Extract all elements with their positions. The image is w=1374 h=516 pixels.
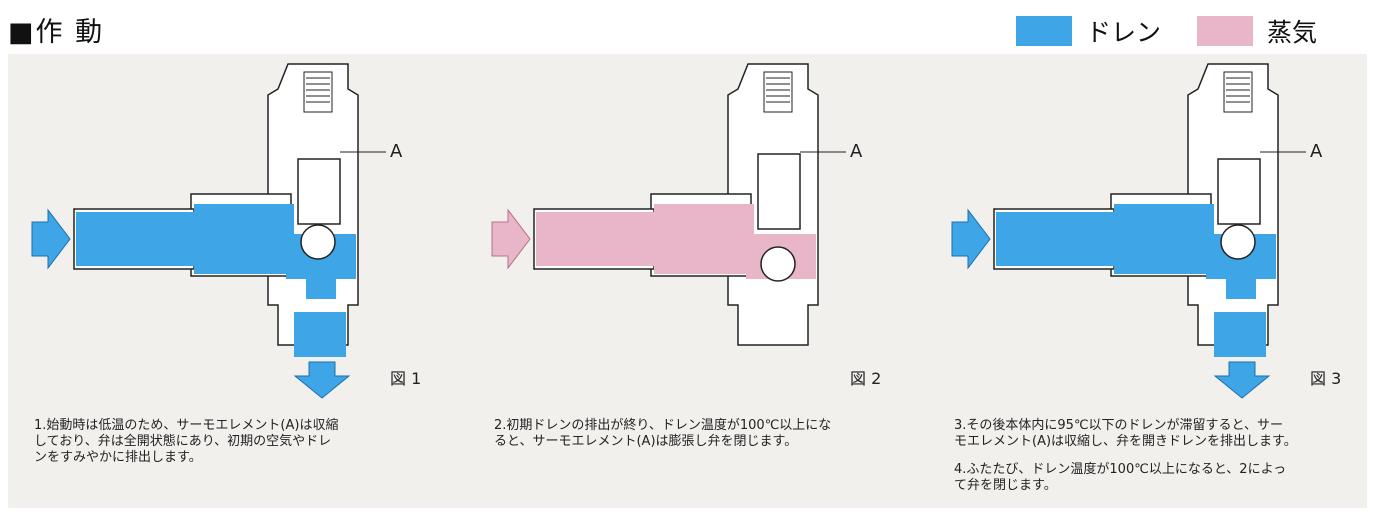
valve-ball [760,246,796,282]
diagram-panel: A 図 1 A 図 2 [8,54,1367,508]
legend: ドレン 蒸気 [1016,16,1353,47]
trap-cross-section-3 [951,63,1306,399]
inlet-arrow [951,208,991,270]
spring [303,71,333,113]
legend-label-steam: 蒸気 [1267,18,1318,47]
legend-swatch-drain [1016,16,1072,46]
figure-3: A 図 3 [946,54,1366,404]
page-title: ■作 動 [8,17,105,48]
figure-label: 図 2 [850,369,882,388]
valve-ball [300,224,336,260]
figure-2: A 図 2 [486,54,906,404]
figure-label: 図 3 [1310,369,1342,388]
thermo-element [1217,158,1261,225]
description-1: 1.始動時は低温のため、サーモエレメント(A)は収縮 しており、弁は全開状態にあ… [34,418,339,465]
trap-cross-section-1 [31,63,386,399]
trap-cross-section-2 [491,63,846,346]
thermo-element [757,153,801,230]
inlet-arrow [491,208,531,270]
thermo-element [297,158,341,225]
outlet-arrow [293,361,351,399]
callout-a: A [1310,141,1323,162]
description-3: 3.その後本体内に95℃以下のドレンが滞留すると、サー モエレメント(A)は収縮… [954,418,1297,449]
flow-fill [76,204,356,357]
description-4: 4.ふたたび、ドレン温度が100℃以上になると、2によっ て弁を閉じます。 [954,462,1287,493]
legend-label-drain: ドレン [1086,18,1162,47]
spring [1223,71,1253,113]
callout-a: A [850,141,863,162]
inlet-arrow [31,208,71,270]
flow-fill [996,204,1276,357]
outlet-arrow [1213,361,1271,399]
description-2: 2.初期ドレンの排出が終り、ドレン温度が100℃以上にな ると、サーモエレメント… [494,418,832,449]
figure-1: A 図 1 [26,54,446,404]
callout-a: A [390,141,403,162]
legend-swatch-steam [1197,16,1254,46]
valve-ball [1220,224,1256,260]
figure-label: 図 1 [390,369,422,388]
spring [763,71,793,113]
